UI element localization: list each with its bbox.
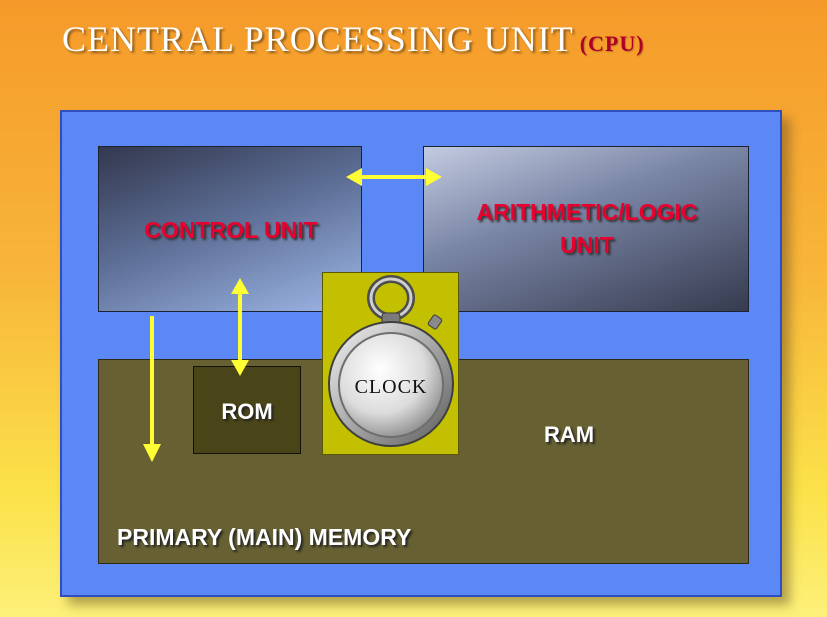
title-abbreviation: (CPU) [579, 31, 645, 56]
rom-label: ROM [221, 399, 273, 424]
ram-label: RAM [544, 422, 595, 447]
double-arrow-icon [231, 278, 249, 376]
double-arrow-icon [346, 168, 442, 186]
rom-block: ROM [193, 366, 301, 454]
alu-label-line2: UNIT [560, 232, 614, 258]
stopwatch-icon [328, 275, 454, 447]
diagram-title: CENTRAL PROCESSING UNIT(CPU) [62, 18, 645, 60]
down-arrow-icon [143, 316, 161, 462]
control-unit-label: CONTROL UNIT [144, 217, 318, 243]
primary-memory-label: PRIMARY (MAIN) MEMORY [117, 524, 412, 550]
control-unit-block: CONTROL UNIT [98, 146, 362, 312]
title-text: CENTRAL PROCESSING UNIT [62, 19, 574, 59]
alu-block: ARITHMETIC/LOGIC UNIT [423, 146, 749, 312]
alu-label-line1: ARITHMETIC/LOGIC [476, 199, 698, 225]
clock-label: CLOCK [355, 376, 428, 398]
